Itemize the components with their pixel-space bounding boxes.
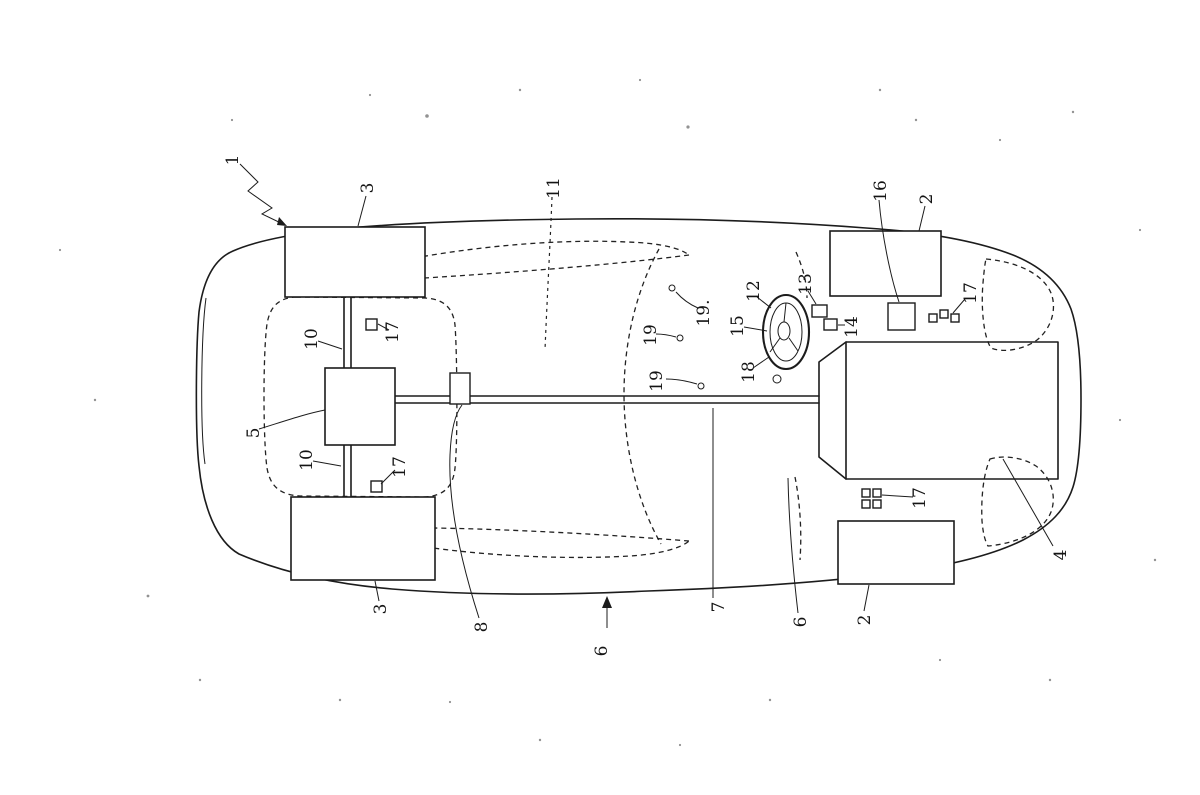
ref-label-17c: 17 xyxy=(390,456,410,478)
leader-4 xyxy=(1002,458,1054,547)
box-5-gear-unit xyxy=(324,367,396,446)
leader-18 xyxy=(752,356,770,369)
ref-label-14: 14 xyxy=(842,316,862,338)
cabin-front-dash xyxy=(623,248,662,545)
rear-corner-dash-bottom xyxy=(981,456,1054,547)
box-3-upper xyxy=(284,226,426,298)
ref-label-7: 7 xyxy=(709,602,729,613)
steering-column-mark-18 xyxy=(772,374,782,384)
leader-17-rear-bottom xyxy=(881,494,914,498)
leader-17-axle-bottom xyxy=(380,469,396,485)
rear-corner-dash-top xyxy=(981,258,1055,351)
ref-label-3a: 3 xyxy=(358,183,378,194)
leader-3-top xyxy=(357,195,367,227)
ref-label-2a: 2 xyxy=(917,194,937,205)
ref-label-17b: 17 xyxy=(383,321,403,343)
leader-8 xyxy=(449,404,480,619)
connectors-17-axle xyxy=(365,318,383,493)
orientation-arrow-6 xyxy=(602,596,612,628)
leader-6-right xyxy=(787,477,799,614)
sensor-19-3 xyxy=(665,378,705,390)
leader-17-rear-top xyxy=(952,298,966,314)
ref-label-16: 16 xyxy=(871,180,891,202)
leader-13 xyxy=(807,290,817,305)
leader-lines xyxy=(239,163,1054,619)
leader-2-bottom xyxy=(863,584,870,612)
ref-label-8: 8 xyxy=(472,622,492,633)
cabin-rear-dash-bottom xyxy=(794,476,802,561)
ref-label-19c: 19 xyxy=(647,370,667,392)
leader-10-bottom xyxy=(312,460,342,467)
cabin-rear-dash-top xyxy=(795,251,808,299)
steering-hub-15 xyxy=(777,321,791,341)
ref-label-2b: 2 xyxy=(855,615,875,626)
front-bumper-line xyxy=(201,297,207,465)
ref-label-1: 1 xyxy=(223,155,243,166)
car-body-outline xyxy=(195,218,1082,595)
leader-15 xyxy=(743,326,768,332)
leader-16 xyxy=(878,199,900,303)
ref-label-17d: 17 xyxy=(910,487,930,509)
ref-label-10a: 10 xyxy=(302,328,322,350)
box-2-lower xyxy=(837,520,955,585)
ref-label-10b: 10 xyxy=(297,449,317,471)
hood-cutline-upper-return xyxy=(343,254,690,280)
connectors-17-rear-bottom xyxy=(861,488,882,509)
ref-label-6a: 6 xyxy=(592,646,612,657)
ref-label-19b: 19 xyxy=(641,324,661,346)
hood-cutline-lower xyxy=(345,530,690,559)
sensor-19-1 xyxy=(668,284,699,309)
ref-label-5: 5 xyxy=(244,428,264,439)
front-axle-10 xyxy=(343,296,352,498)
scan-noise xyxy=(58,78,1157,747)
ref-label-15: 15 xyxy=(728,315,748,337)
leader-1-arrowhead xyxy=(277,217,287,226)
module-13 xyxy=(811,304,828,318)
leader-5 xyxy=(258,409,326,430)
leader-2-top xyxy=(918,205,926,232)
leader-10-top xyxy=(317,340,343,350)
box-2-upper xyxy=(829,230,942,297)
steering-wheel-12 xyxy=(761,293,811,384)
shaft-coupling-8 xyxy=(449,372,471,405)
ref-label-11: 11 xyxy=(544,177,564,199)
box-16-unit xyxy=(887,302,916,331)
box-3-lower xyxy=(290,496,436,581)
ref-label-3b: 3 xyxy=(371,604,391,615)
leader-12 xyxy=(756,296,772,309)
module-14 xyxy=(823,318,838,331)
ref-label-19a: 19. xyxy=(694,299,714,326)
leader-1-zigzag xyxy=(239,163,286,226)
ref-label-6b: 6 xyxy=(791,617,811,628)
leader-17-axle-top xyxy=(377,323,390,331)
ref-label-18: 18 xyxy=(739,361,759,383)
ref-label-13: 13 xyxy=(796,273,816,295)
sensor-19-2 xyxy=(655,333,684,342)
box-4-engine-unit xyxy=(818,341,1059,480)
leader-3-bottom xyxy=(374,580,380,602)
connectors-17-rear-top xyxy=(928,309,960,323)
ref-label-4: 4 xyxy=(1051,550,1071,561)
ref-label-17a: 17 xyxy=(961,282,981,304)
leader-11-dotted xyxy=(544,196,553,351)
ref-label-12: 12 xyxy=(744,280,764,302)
